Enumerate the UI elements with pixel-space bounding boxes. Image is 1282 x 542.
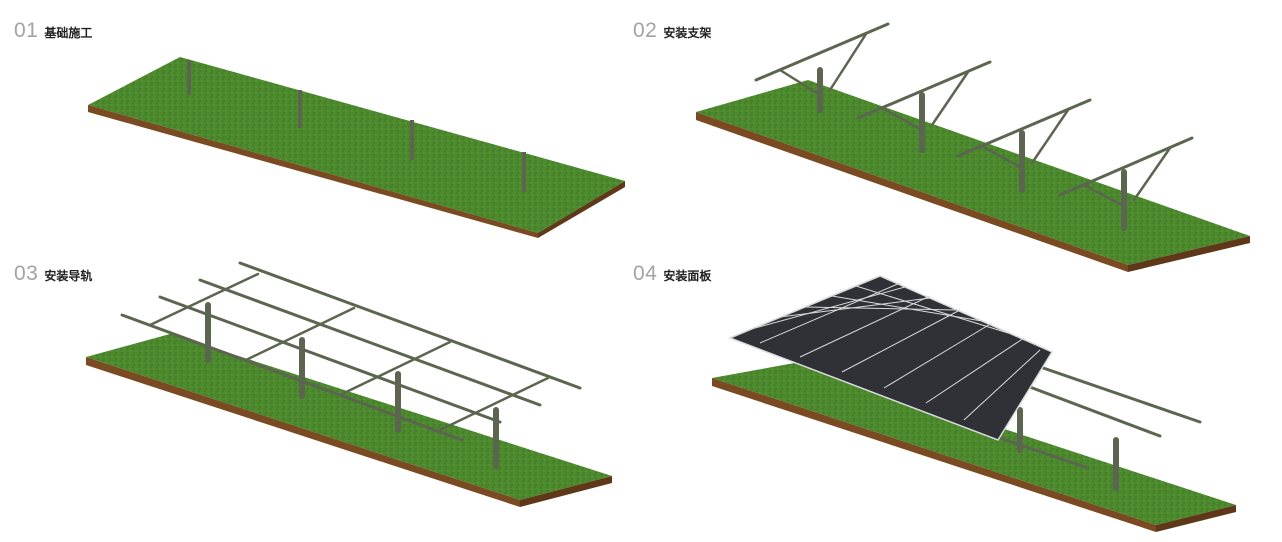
- step-label-03: 03 安装导轨: [14, 262, 92, 286]
- rails-structure: [120, 261, 582, 469]
- step-title: 基础施工: [44, 26, 93, 40]
- brackets: [754, 22, 1194, 231]
- soil-edge-right: [1128, 236, 1250, 272]
- step-number: 02: [633, 19, 658, 42]
- step-number: 03: [14, 262, 39, 285]
- soil-edge-right: [520, 476, 612, 507]
- step-02-illustration: [696, 22, 1250, 272]
- grass-plot: [86, 334, 612, 500]
- step-label-04: 04 安装面板: [633, 262, 711, 286]
- foundation-posts: [187, 60, 526, 192]
- step-number: 04: [633, 262, 658, 285]
- grass-plot: [88, 57, 625, 233]
- step-label-02: 02 安装支架: [633, 19, 711, 43]
- grass-plot: [712, 362, 1236, 525]
- step-label-01: 01 基础施工: [14, 19, 92, 43]
- soil-edge-front: [696, 112, 1128, 272]
- soil-edge-right: [538, 181, 625, 238]
- step-title: 安装面板: [663, 269, 712, 283]
- step-04-illustration: [712, 275, 1236, 532]
- step-03-illustration: [86, 261, 612, 507]
- soil-edge-right: [1156, 505, 1236, 532]
- step-01-illustration: [88, 57, 625, 238]
- soil-edge-front: [86, 357, 520, 507]
- solar-panel-array: [727, 275, 1054, 441]
- grass-plot: [696, 80, 1250, 265]
- step-title: 安装支架: [663, 26, 712, 40]
- step-number: 01: [14, 19, 39, 42]
- soil-edge-front: [88, 105, 538, 238]
- soil-edge-front: [712, 378, 1156, 532]
- step-title: 安装导轨: [44, 269, 93, 283]
